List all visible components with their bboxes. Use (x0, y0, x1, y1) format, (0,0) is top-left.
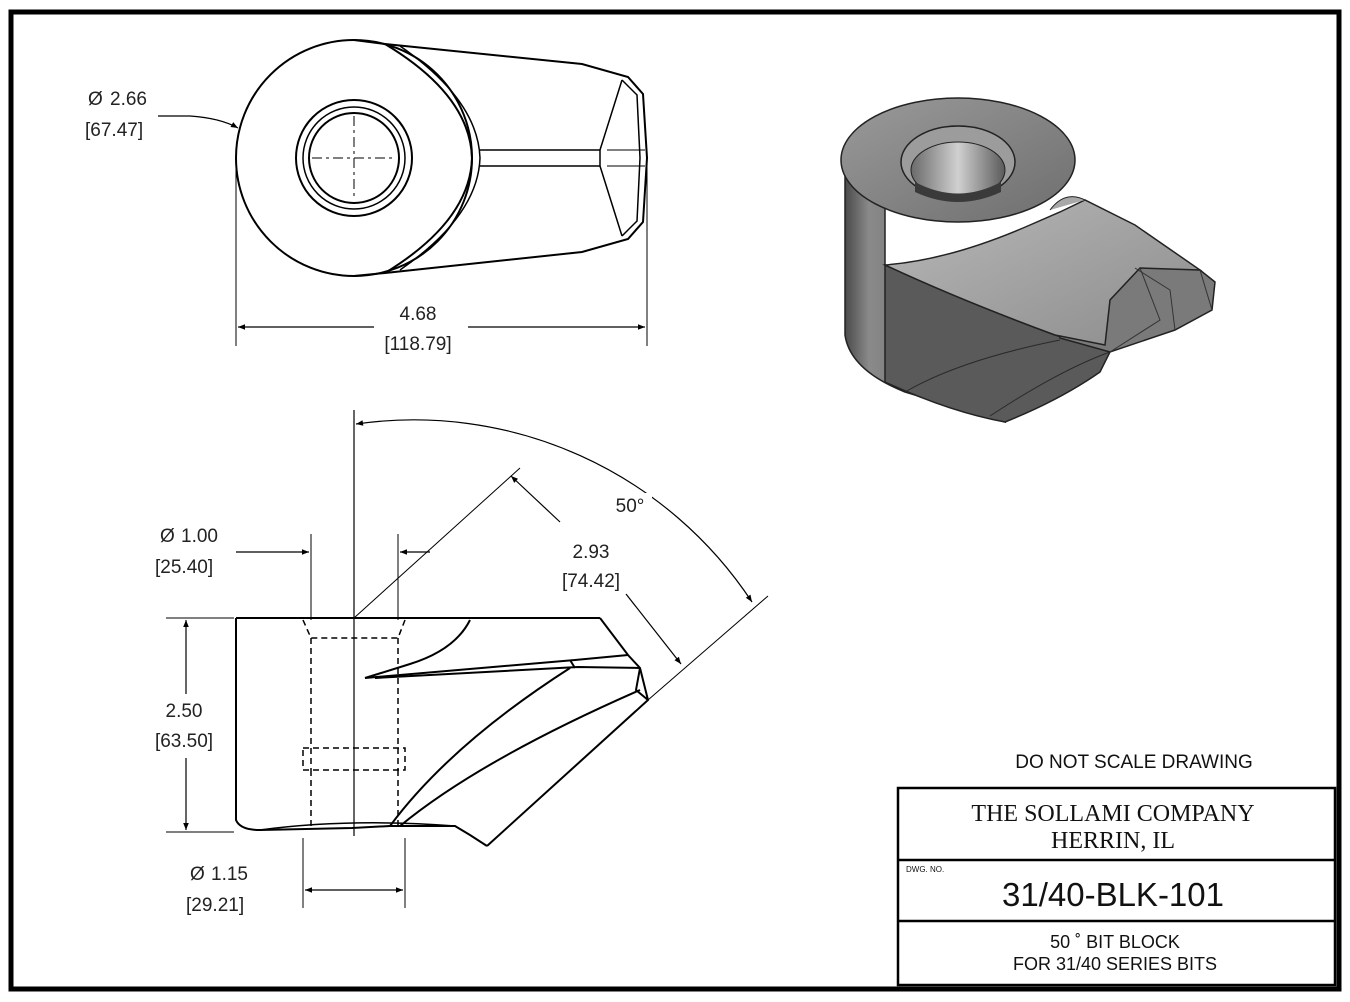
dim-length-metric: [118.79] (384, 334, 451, 355)
title-block: THE SOLLAMI COMPANY HERRIN, IL DWG. NO. … (896, 786, 1337, 987)
dim-bore-diameter-metric: [25.40] (155, 557, 213, 578)
dim-counterbore-symbol: Ø (190, 864, 205, 885)
dwg-no-label: DWG. NO. (906, 865, 944, 874)
side-view (235, 410, 650, 847)
dim-top-diameter-symbol: Ø (88, 89, 103, 110)
top-view-bore-outer (295, 99, 413, 217)
sheet-border (8, 9, 1342, 992)
top-view-bore-inner (308, 112, 400, 204)
company-location: HERRIN, IL (1051, 828, 1175, 854)
description-line-1: 50 ˚ BIT BLOCK (1050, 932, 1180, 952)
dim-bore-diameter-value: 1.00 (181, 526, 218, 547)
dim-height-value: 2.50 (166, 701, 203, 722)
side-view-dimensions: 50° 2.93 [74.42] Ø 1.00 [25.40] 2.50 [63… (155, 419, 769, 916)
scale-note: DO NOT SCALE DRAWING (1015, 752, 1253, 773)
top-view-dimensions: Ø 2.66 [67.47] 4.68 [118.79] (85, 89, 648, 355)
dim-angle: 50° (616, 496, 645, 517)
dim-face-length-metric: [74.42] (562, 571, 620, 592)
dim-top-diameter-metric: [67.47] (85, 120, 143, 141)
dim-top-diameter-value: 2.66 (110, 89, 147, 110)
isometric-view (840, 97, 1216, 424)
dim-height-metric: [63.50] (155, 731, 213, 752)
dim-bore-diameter-symbol: Ø (160, 526, 175, 547)
drawing-number: 31/40-BLK-101 (1002, 876, 1224, 913)
dim-face-length-value: 2.93 (573, 542, 610, 563)
dim-counterbore-value: 1.15 (211, 864, 248, 885)
company-name: THE SOLLAMI COMPANY (971, 801, 1254, 827)
top-view-bore-mid (302, 106, 406, 210)
top-view (235, 39, 649, 277)
top-view-wedge (353, 39, 649, 277)
dim-counterbore-metric: [29.21] (186, 895, 244, 916)
dim-length-value: 4.68 (400, 304, 437, 325)
description-line-2: FOR 31/40 SERIES BITS (1013, 954, 1217, 974)
